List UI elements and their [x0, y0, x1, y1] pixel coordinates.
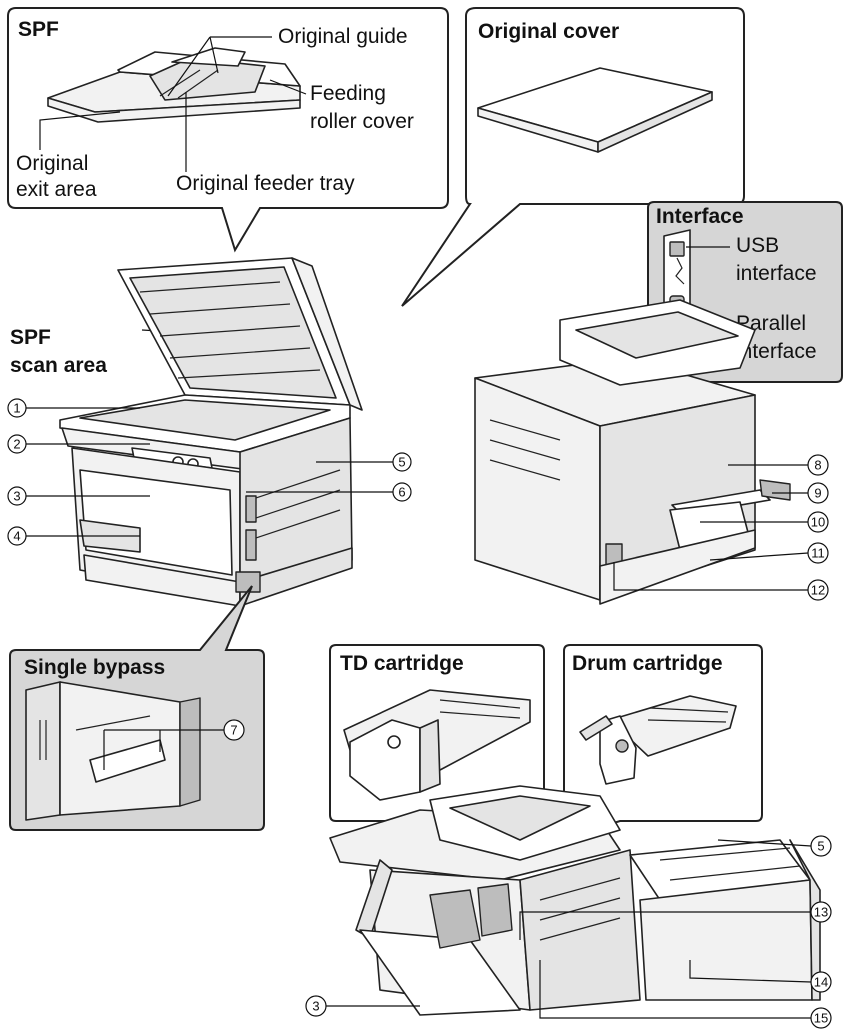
rear-part-numbers: 8 9 10 11 12 — [613, 454, 829, 601]
spf-feeder-illustration — [47, 47, 301, 123]
original-cover-callout: Original cover — [401, 7, 745, 307]
copier-front-illustration — [59, 257, 363, 607]
td-cartridge-illustration — [343, 689, 531, 801]
part-number-4: 4 — [13, 529, 20, 544]
drum-cartridge-illustration — [579, 695, 737, 785]
usb-interface-label-1: USB — [736, 234, 779, 257]
feeding-roller-cover-label-2: roller cover — [310, 110, 414, 133]
part-number-5: 5 — [398, 455, 405, 470]
open-part-numbers: 5 13 14 15 3 — [305, 835, 832, 1029]
original-exit-area-label-1: Original — [16, 152, 88, 175]
td-cartridge-title: TD cartridge — [340, 652, 464, 675]
single-bypass-callout: Single bypass 7 — [9, 585, 265, 831]
part-number-14: 14 — [814, 975, 828, 990]
part-number-8: 8 — [814, 458, 821, 473]
parallel-interface-label-2: interface — [736, 340, 817, 363]
part-number-13: 13 — [814, 905, 828, 920]
drum-cartridge-title: Drum cartridge — [572, 652, 723, 675]
copier-rear-illustration — [474, 299, 791, 605]
part-number-3: 3 — [13, 489, 20, 504]
original-cover-title: Original cover — [478, 20, 619, 43]
part-number-1: 1 — [13, 401, 20, 416]
usb-interface-label-2: interface — [736, 262, 817, 285]
interface-title: Interface — [656, 205, 744, 228]
original-feeder-tray-label: Original feeder tray — [176, 172, 355, 195]
part-number-7: 7 — [230, 723, 237, 738]
part-number-12: 12 — [811, 583, 825, 598]
part-number-5-open: 5 — [817, 839, 824, 854]
spf-callout: SPF Original guide Feeding roller cover … — [7, 7, 449, 253]
front-part-numbers: 1 2 3 4 5 6 — [7, 398, 412, 546]
feeding-roller-cover-label-1: Feeding — [310, 82, 386, 105]
single-bypass-illustration — [25, 681, 201, 821]
part-number-9: 9 — [814, 486, 821, 501]
part-number-15: 15 — [814, 1011, 828, 1026]
part-number-6: 6 — [398, 485, 405, 500]
part-number-11: 11 — [811, 546, 825, 561]
spf-scan-area-label-1: SPF — [10, 326, 51, 349]
part-number-10: 10 — [811, 515, 825, 530]
part-number-3-open: 3 — [312, 999, 319, 1014]
spf-scan-area-label-2: scan area — [10, 354, 107, 377]
spf-title: SPF — [18, 18, 59, 41]
usb-port-icon — [669, 241, 685, 285]
part-number-2: 2 — [13, 437, 20, 452]
original-cover-illustration — [477, 67, 713, 153]
copier-open-illustration — [329, 785, 821, 1016]
single-bypass-title: Single bypass — [24, 656, 165, 679]
original-exit-area-label-2: exit area — [16, 178, 97, 201]
original-guide-label: Original guide — [278, 25, 408, 48]
